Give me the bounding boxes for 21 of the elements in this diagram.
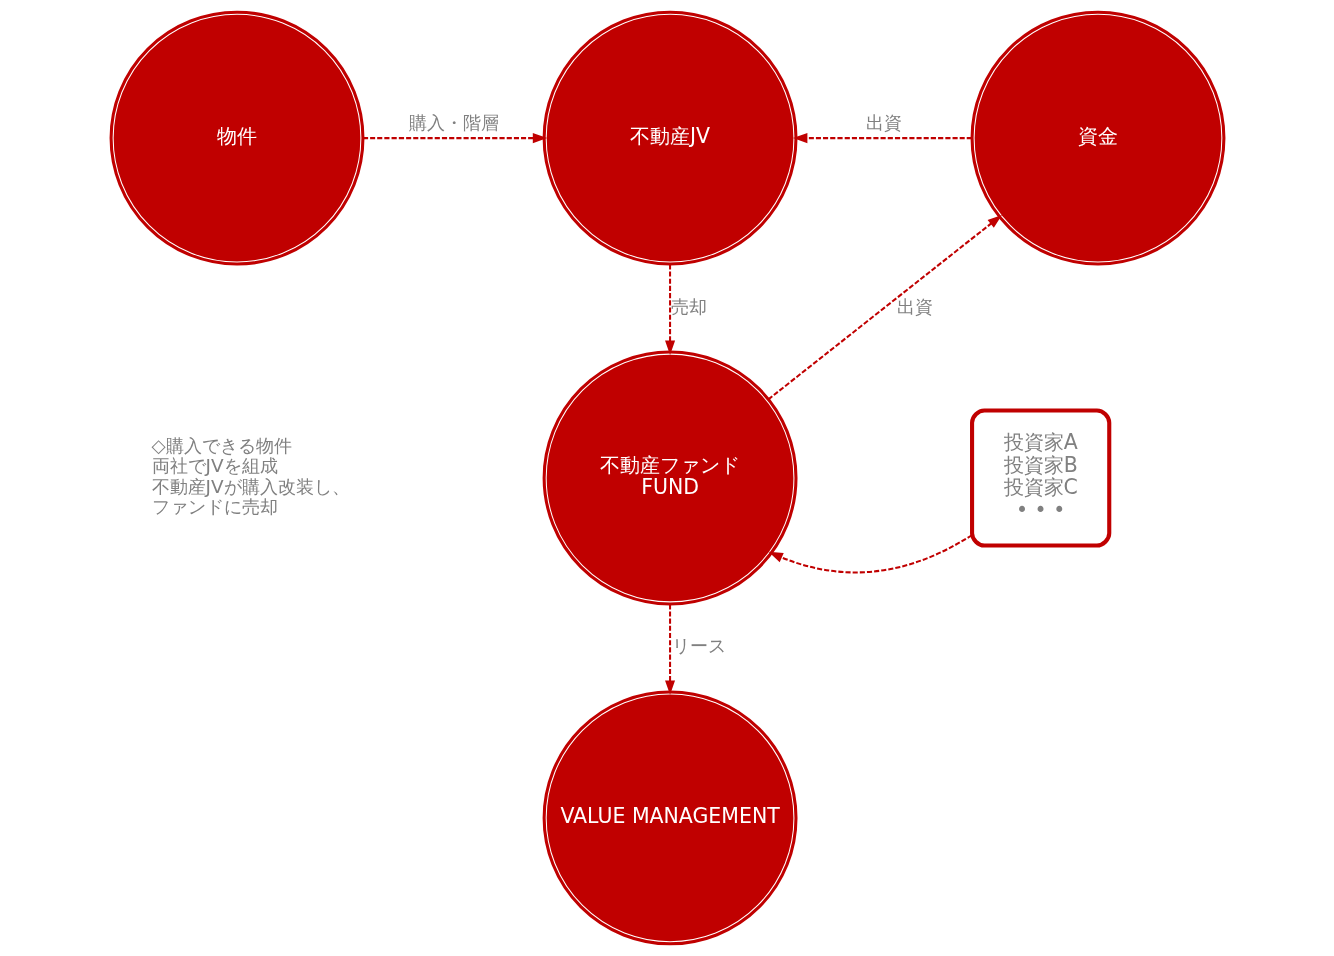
node-circle: 不動産ファンド FUND xyxy=(542,350,797,606)
arrow xyxy=(664,264,675,355)
edge-label: 売却 xyxy=(670,295,707,317)
label: ファンドに売却 xyxy=(151,496,278,518)
edge-label: リース xyxy=(671,635,726,657)
edge-label: 出資 xyxy=(896,295,933,317)
node-circle: 物件 xyxy=(109,10,364,266)
label: 不動産JVが購入改装し、 xyxy=(151,475,350,497)
arrow xyxy=(664,604,675,695)
label: 両社でJVを組成 xyxy=(151,455,278,477)
node-circle: 資金 xyxy=(970,10,1225,266)
edge-label: 購入・階層 xyxy=(408,112,499,134)
arrow xyxy=(767,214,1002,401)
node-circle: 不動産JV xyxy=(542,10,797,266)
node-circle: VALUE MANAGEMENT xyxy=(542,690,797,946)
arrow xyxy=(792,133,972,144)
node-box: 投資家A 投資家B 投資家C • • • xyxy=(969,408,1111,548)
edge-label: 出資 xyxy=(865,112,902,134)
label: ◇購入できる物件 xyxy=(151,434,292,456)
arrow xyxy=(362,133,547,144)
arrow xyxy=(768,534,973,574)
